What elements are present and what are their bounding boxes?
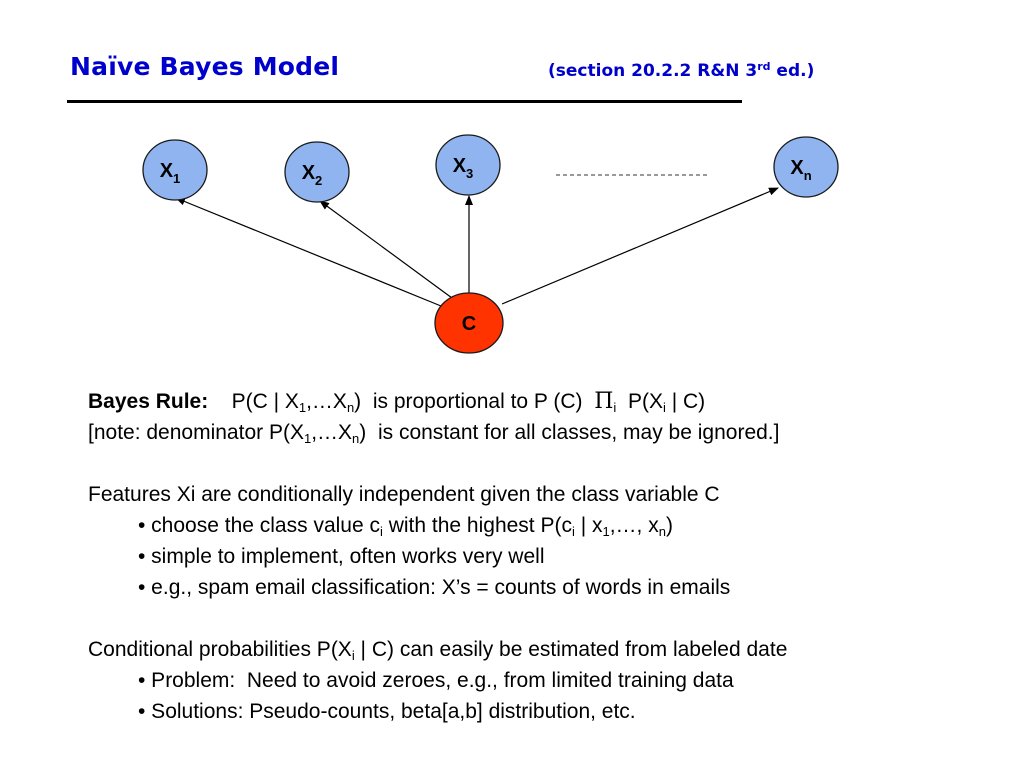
f1-sub-i: i [379, 524, 383, 539]
note-mid: ,…X [311, 421, 353, 444]
bayes-a-mid: ,…X [306, 390, 347, 413]
node-x1-circle [142, 139, 208, 201]
node-x1: X1 [142, 139, 208, 201]
f1-a: • choose the class value c [138, 514, 380, 537]
f1-sub-n: n [658, 524, 666, 539]
features-bullet-1: • choose the class value ci with the hig… [88, 510, 787, 541]
slide-subtitle: (section 20.2.2 R&N 3rd ed.) [548, 61, 814, 81]
subtitle-sup: rd [757, 60, 771, 73]
features-heading: Features Xi are conditionally independen… [88, 483, 720, 506]
node-c-label: C [462, 313, 476, 335]
node-xn-circle [773, 136, 839, 198]
edge-c-to-x1 [175, 197, 442, 307]
bayes-a-sub1: 1 [298, 400, 307, 415]
bayes-d: | C) [665, 390, 706, 413]
node-x3-circle [435, 134, 501, 196]
bayes-a-subn: n [346, 400, 355, 415]
conditional-heading: Conditional probabilities P(Xi | C) can … [88, 634, 787, 665]
f1-b: with the highest P(c [382, 514, 572, 537]
bayes-a: P(C | X [231, 390, 299, 413]
edge-c-to-x2 [319, 200, 453, 299]
nodes-group: X1 X2 X3 XnC [142, 134, 839, 354]
bayes-c-sub: i [662, 400, 666, 415]
cond-sub: i [351, 648, 355, 663]
note-a: [note: denominator P(X [88, 421, 304, 444]
bayes-rule-label: Bayes Rule: [88, 390, 209, 413]
bayes-c: P(X [616, 390, 663, 413]
node-x2-circle [284, 141, 350, 203]
title-underline [67, 100, 742, 103]
cond-b: | C) can easily be estimated from labele… [354, 638, 788, 661]
note-sub1: 1 [303, 431, 312, 446]
spacer [88, 603, 787, 634]
f1-sub-i2: i [571, 524, 575, 539]
note-subn: n [352, 431, 360, 446]
note-b: ) is constant for all classes, may be ig… [359, 421, 780, 444]
body-text: Bayes Rule: P(C | X1,…Xn) is proportiona… [88, 386, 787, 727]
f1-sub-1: 1 [602, 524, 610, 539]
bayes-rule-line: Bayes Rule: P(C | X1,…Xn) is proportiona… [88, 386, 787, 417]
bayes-b: ) is proportional to P (C) [354, 390, 595, 413]
conditional-bullet-1: • Problem: Need to avoid zeroes, e.g., f… [138, 669, 734, 692]
slide-title: Naïve Bayes Model [70, 52, 340, 81]
f1-e: ) [665, 514, 673, 537]
f1-c: | x [574, 514, 603, 537]
node-c: C [434, 292, 504, 354]
conditional-bullet-2: • Solutions: Pseudo-counts, beta[a,b] di… [138, 700, 636, 723]
node-x3: X3 [435, 134, 501, 196]
subtitle-prefix: (section 20.2.2 R&N 3 [548, 61, 758, 81]
features-bullet-3: • e.g., spam email classification: X’s =… [138, 576, 731, 599]
note-line: [note: denominator P(X1,…Xn) is constant… [88, 417, 787, 448]
cond-a: Conditional probabilities P(X [88, 638, 352, 661]
f1-d: ,…, x [609, 514, 659, 537]
edge-c-to-xn [501, 187, 779, 305]
product-sub: i [613, 400, 617, 415]
subtitle-suffix: ed.) [770, 61, 815, 81]
edges-group [175, 187, 779, 307]
spacer [88, 448, 787, 479]
node-xn: Xn [773, 136, 839, 198]
node-x2: X2 [284, 141, 350, 203]
product-symbol: Π [594, 389, 614, 414]
features-bullet-2: • simple to implement, often works very … [138, 545, 545, 568]
node-c-circle [434, 292, 504, 354]
